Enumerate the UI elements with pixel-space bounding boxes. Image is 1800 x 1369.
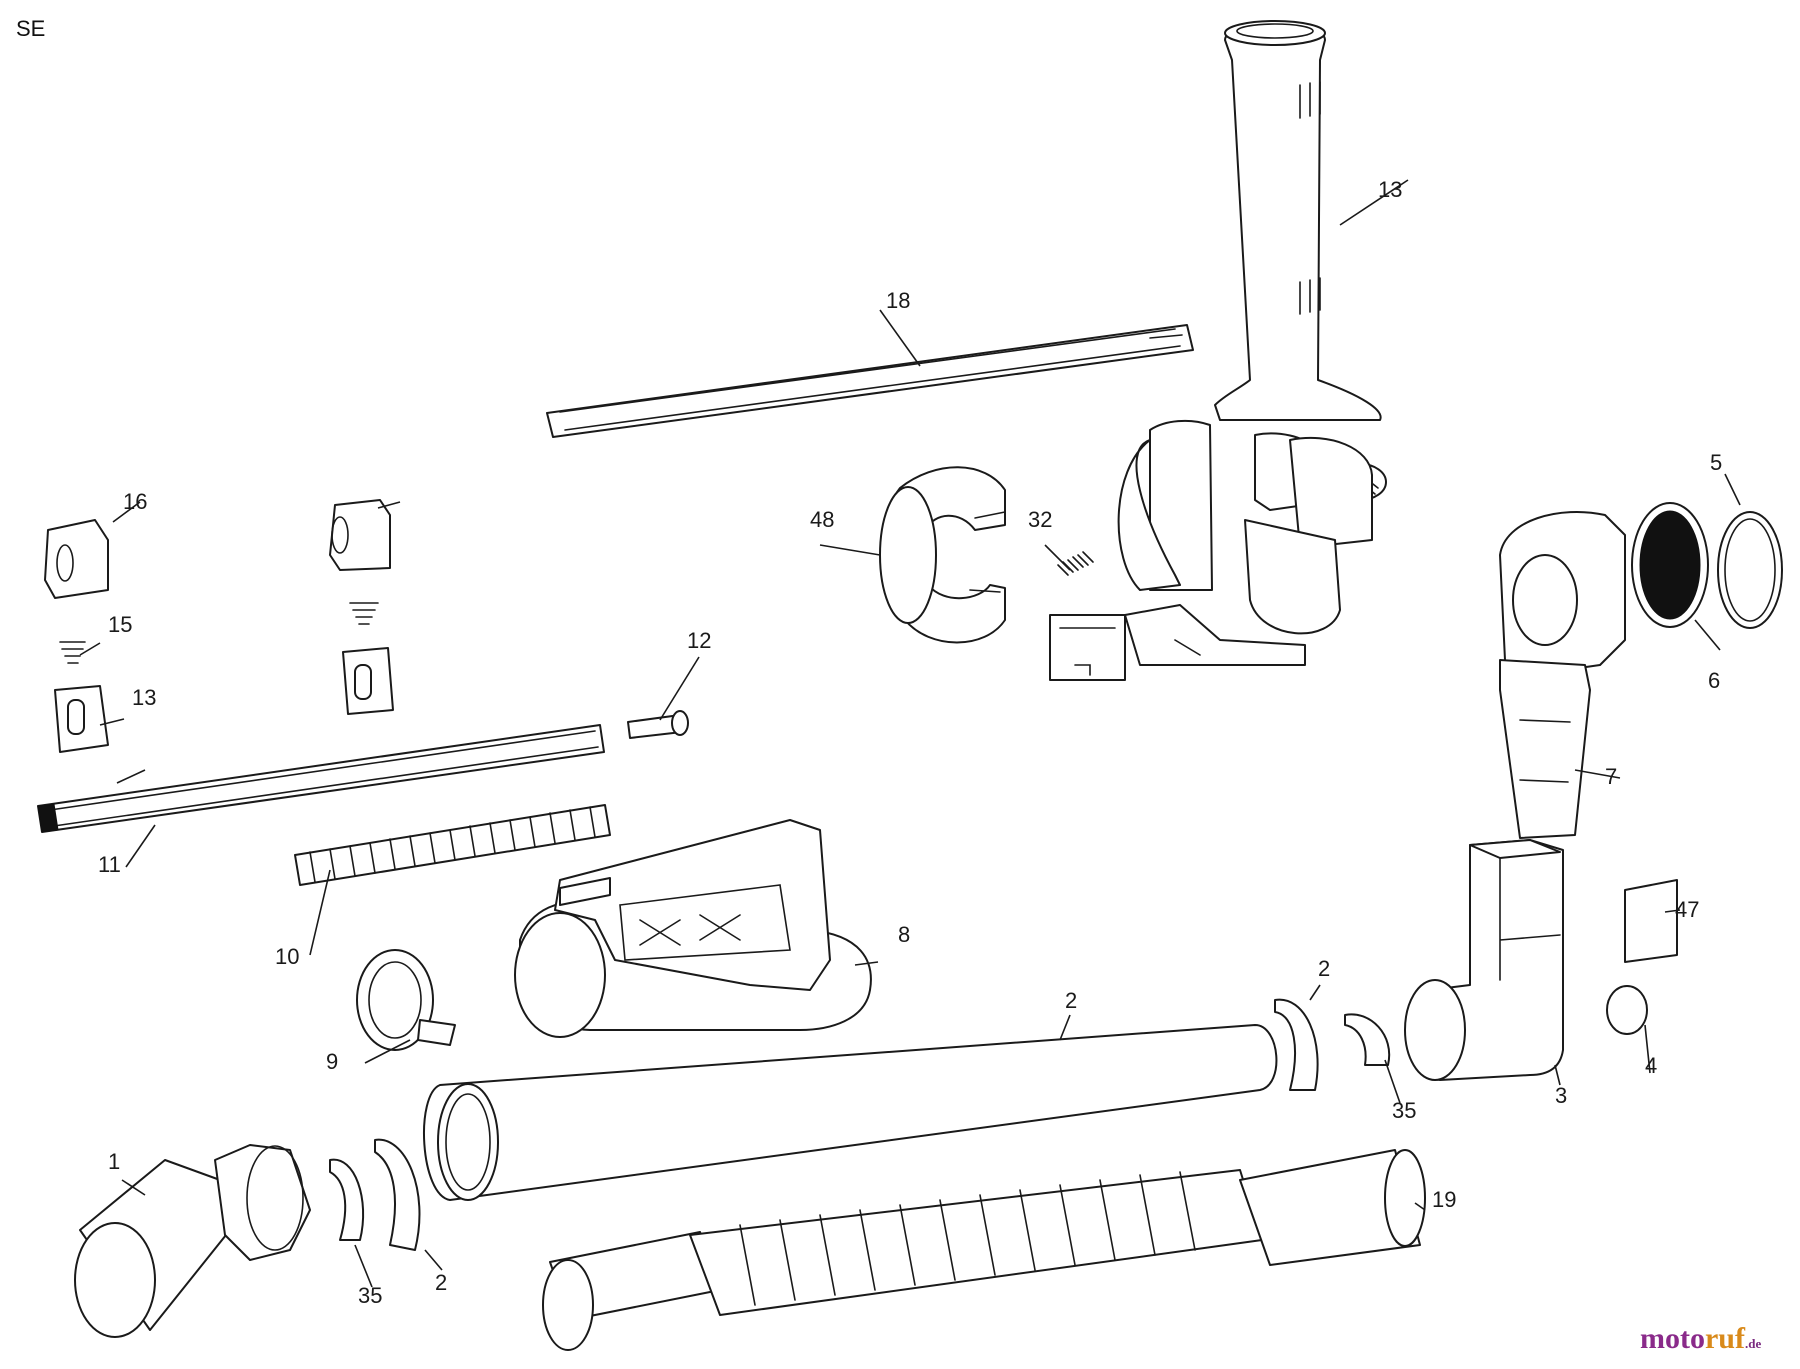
watermark-tld: .de <box>1744 1336 1762 1351</box>
callout-4: 3 <box>1555 1083 1567 1108</box>
watermark-name-part: ruf <box>1704 1322 1745 1355</box>
part-12-bar <box>37 724 605 833</box>
callout-5: 4 <box>1645 1053 1657 1078</box>
callout-8: 7 <box>1605 764 1617 789</box>
callout-17: 13 <box>1378 177 1402 202</box>
callout-11: 10 <box>275 944 299 969</box>
part-8-dust-head <box>1499 511 1626 839</box>
part-13-pin <box>627 710 689 739</box>
callout-3: 2 <box>1065 988 1077 1013</box>
watermark-name: motoruf <box>1640 1322 1745 1355</box>
callout-10: 9 <box>326 1049 338 1074</box>
watermark-name-part: moto <box>1640 1322 1705 1355</box>
part-35-clip-left <box>329 1158 365 1241</box>
part-3-tube <box>423 1024 1278 1201</box>
callout-48: 48 <box>810 507 834 532</box>
callout-13: 12 <box>687 628 711 653</box>
part-10-ring-clip <box>356 949 456 1051</box>
callout-14: 13 <box>132 685 156 710</box>
part-17-side-handle <box>1049 20 1387 681</box>
part-35-clip-right <box>1344 1013 1391 1066</box>
callout-47: 47 <box>1675 897 1699 922</box>
part-16-cap-left <box>44 519 109 599</box>
part-6-circlip <box>1717 511 1783 629</box>
callout-labels: 13 18 16 32 48 5 6 7 47 4 3 35 2 2 8 9 1… <box>98 177 1722 1308</box>
part-15-spring-left <box>59 641 86 664</box>
corner-label: SE <box>16 16 45 41</box>
part-47-pad <box>1624 879 1678 963</box>
callout-18: 18 <box>886 288 910 313</box>
callout-2-left: 2 <box>435 1270 447 1295</box>
part-18-depth-rod <box>546 324 1194 438</box>
callout-2-right: 2 <box>1318 956 1330 981</box>
callout-12: 11 <box>98 852 121 877</box>
part-1-nozzle <box>74 1144 311 1338</box>
callout-1: 1 <box>108 1149 120 1174</box>
callout-6: 5 <box>1710 450 1722 475</box>
part-14-block-right <box>342 647 394 715</box>
part-11-spring <box>294 804 611 886</box>
part-48-clamp-ring <box>879 466 1006 644</box>
callout-9: 8 <box>898 922 910 947</box>
part-2-clip-right <box>1274 998 1319 1091</box>
part-9-guide-body <box>514 819 872 1038</box>
callout-16-left: 16 <box>123 489 147 514</box>
callout-35-left: 35 <box>358 1283 382 1308</box>
part-16-cap-right <box>329 499 391 571</box>
callout-7: 6 <box>1708 668 1720 693</box>
callout-32: 32 <box>1028 507 1052 532</box>
leader-lines <box>79 179 1741 1288</box>
part-4-elbow <box>1404 839 1564 1081</box>
callout-15: 15 <box>108 612 132 637</box>
callout-35-right: 35 <box>1392 1098 1416 1123</box>
part-19-hose <box>542 1149 1426 1351</box>
part-5-disc <box>1606 985 1648 1035</box>
part-15-spring-right <box>349 602 379 625</box>
part-14-block-left <box>54 685 109 753</box>
callout-19: 19 <box>1432 1187 1456 1212</box>
part-2-clip-left <box>374 1138 421 1251</box>
motoruf-watermark: motoruf.de <box>1640 1322 1762 1355</box>
part-7-seal <box>1631 502 1709 628</box>
